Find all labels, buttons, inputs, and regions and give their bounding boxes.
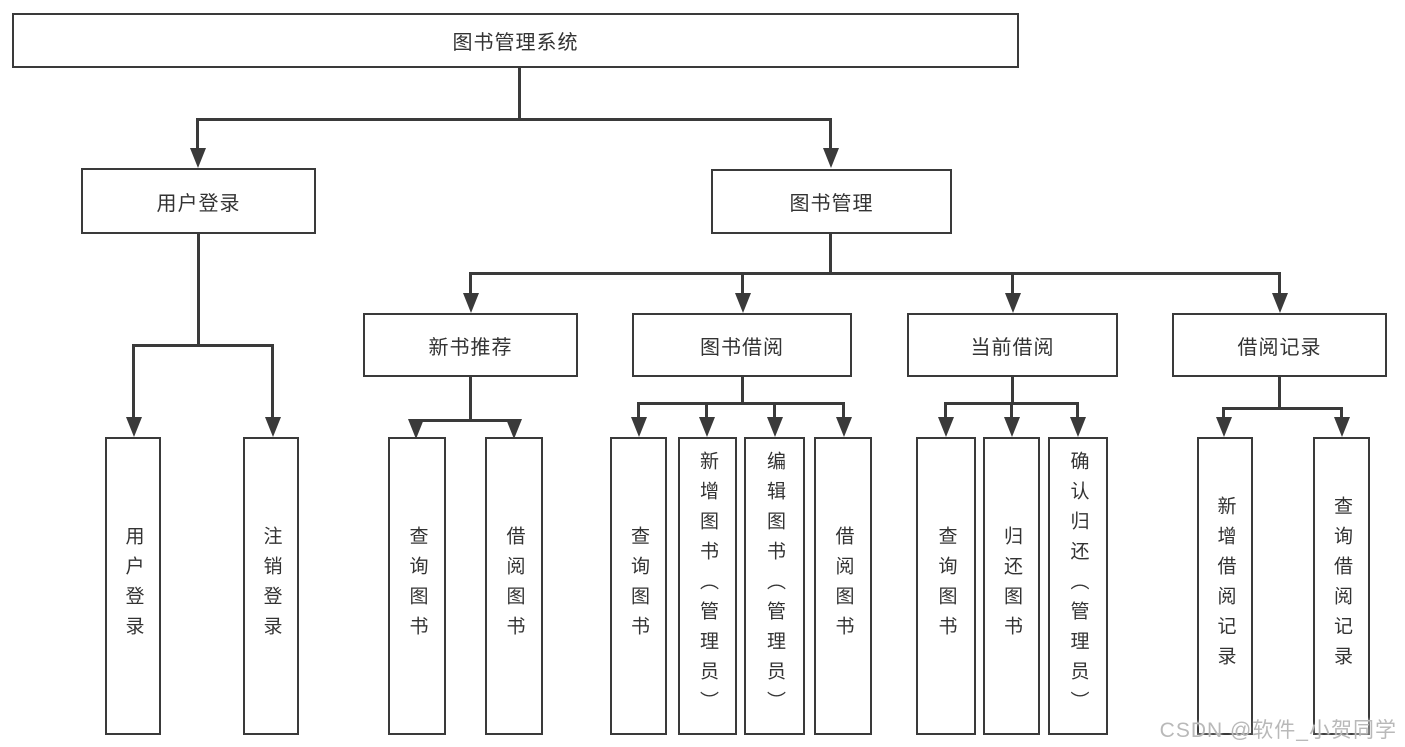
connector-arrowhead (938, 417, 954, 437)
connector-arrowhead (126, 417, 142, 437)
node-user-login: 用户登录 (81, 168, 316, 234)
leaf-query-books-borrow: 查询图书 (610, 437, 667, 735)
leaf-query-books-borrow-label: 查询图书 (628, 526, 649, 646)
leaf-borrow-books-label: 借阅图书 (832, 526, 854, 646)
connector-arrowhead (767, 417, 783, 437)
leaf-edit-book-admin: 编辑图书（管理员） (744, 437, 805, 735)
node-book-borrow: 图书借阅 (632, 313, 852, 377)
connector-line (842, 402, 845, 418)
connector-line (1010, 402, 1013, 418)
connector-arrowhead (265, 417, 281, 437)
connector-line (416, 419, 516, 422)
node-library-management-system: 图书管理系统 (12, 13, 1019, 68)
leaf-query-books-recommend-label: 查询图书 (406, 526, 428, 646)
connector-line (829, 234, 832, 275)
connector-line (132, 344, 135, 419)
connector-line (741, 272, 744, 295)
node-book-management: 图书管理 (711, 169, 952, 234)
leaf-logout: 注销登录 (243, 437, 299, 735)
connector-arrowhead (836, 417, 852, 437)
leaf-query-books-current-label: 查询图书 (935, 526, 957, 646)
node-borrow-record: 借阅记录 (1172, 313, 1387, 377)
connector-line (197, 234, 200, 346)
connector-arrowhead (1334, 417, 1350, 437)
connector-line (773, 402, 776, 418)
leaf-add-book-admin: 新增图书（管理员） (678, 437, 737, 735)
connector-line (1222, 407, 1343, 410)
leaf-add-book-admin-label: 新增图书（管理员） (697, 451, 718, 721)
leaf-add-borrow-record-label: 新增借阅记录 (1214, 496, 1236, 676)
connector-line (1011, 377, 1014, 405)
leaf-user-login-label: 用户登录 (122, 526, 144, 646)
connector-line (271, 344, 274, 419)
watermark: CSDN @软件_小贺同学 (1159, 719, 1397, 742)
connector-line (1011, 272, 1014, 295)
connector-arrowhead (1216, 417, 1232, 437)
connector-line (1278, 272, 1281, 295)
connector-line (741, 377, 744, 405)
leaf-query-borrow-record: 查询借阅记录 (1313, 437, 1370, 735)
connector-line (1076, 402, 1079, 418)
leaf-confirm-return-admin: 确认归还（管理员） (1048, 437, 1108, 735)
connector-arrowhead (463, 293, 479, 313)
connector-arrowhead (631, 417, 647, 437)
connector-line (196, 118, 832, 121)
connector-line (469, 377, 472, 422)
connector-arrowhead (823, 148, 839, 168)
connector-line (637, 402, 640, 418)
leaf-borrow-books: 借阅图书 (814, 437, 872, 735)
leaf-query-borrow-record-label: 查询借阅记录 (1331, 496, 1352, 676)
connector-line (944, 402, 947, 418)
connector-arrowhead (408, 419, 424, 439)
leaf-return-book: 归还图书 (983, 437, 1040, 735)
connector-line (637, 402, 845, 405)
node-current-borrow: 当前借阅 (907, 313, 1118, 377)
connector-line (1222, 407, 1225, 418)
connector-arrowhead (1004, 417, 1020, 437)
leaf-user-login: 用户登录 (105, 437, 161, 735)
connector-line (132, 344, 274, 347)
connector-arrowhead (1005, 293, 1021, 313)
leaf-query-books-recommend: 查询图书 (388, 437, 446, 735)
connector-arrowhead (506, 419, 522, 439)
leaf-edit-book-admin-label: 编辑图书（管理员） (764, 451, 785, 721)
leaf-add-borrow-record: 新增借阅记录 (1197, 437, 1253, 735)
connector-line (1278, 377, 1281, 410)
leaf-logout-label: 注销登录 (260, 526, 282, 646)
connector-arrowhead (735, 293, 751, 313)
node-new-book-recommend: 新书推荐 (363, 313, 578, 377)
leaf-query-books-current: 查询图书 (916, 437, 976, 735)
leaf-borrow-books-recommend: 借阅图书 (485, 437, 543, 735)
connector-arrowhead (190, 148, 206, 168)
connector-line (518, 68, 521, 118)
connector-line (829, 118, 832, 150)
connector-arrowhead (1272, 293, 1288, 313)
connector-arrowhead (1070, 417, 1086, 437)
connector-line (1340, 407, 1343, 418)
leaf-borrow-books-recommend-label: 借阅图书 (503, 526, 525, 646)
leaf-confirm-return-admin-label: 确认归还（管理员） (1067, 451, 1089, 721)
connector-line (196, 118, 199, 150)
connector-line (469, 272, 1281, 275)
connector-line (705, 402, 708, 418)
leaf-return-book-label: 归还图书 (1001, 526, 1022, 646)
connector-arrowhead (699, 417, 715, 437)
connector-line (469, 272, 472, 295)
